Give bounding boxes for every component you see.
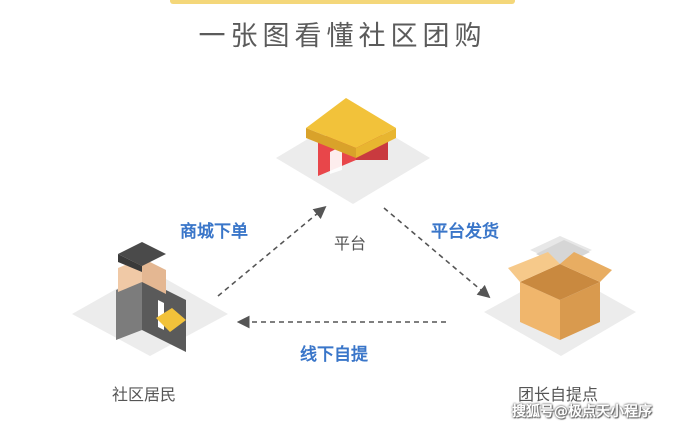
house-icon xyxy=(306,98,396,176)
platform-ship-label: 平台发货 xyxy=(431,222,499,242)
box-icon xyxy=(508,236,612,340)
offline-pickup-label: 线下自提 xyxy=(300,345,368,365)
top-accent-bar xyxy=(170,0,515,4)
mall-order-label: 商城下单 xyxy=(180,222,248,242)
resident-label: 社区居民 xyxy=(112,385,177,404)
arrow-resident-to-platform xyxy=(217,205,327,297)
watermark: 搜狐号@极点天小程序 xyxy=(512,404,652,420)
page-title: 一张图看懂社区团购 xyxy=(198,21,487,52)
arrow-platform-to-pickup xyxy=(383,207,491,299)
person-icon xyxy=(116,242,186,352)
platform-label: 平台 xyxy=(334,234,367,253)
pickup-point-label: 团长自提点 xyxy=(518,385,599,404)
